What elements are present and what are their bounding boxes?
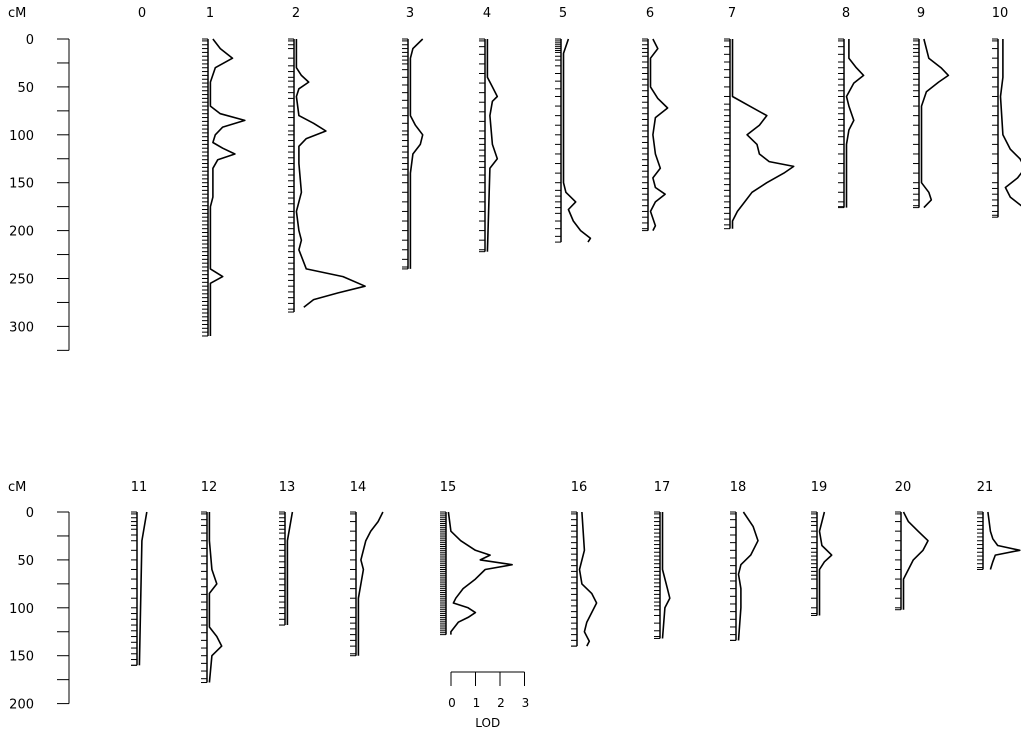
chromosome-19: 19: [811, 480, 833, 616]
lod-curve: [649, 38, 669, 231]
chromosome-14: 14: [350, 480, 384, 657]
chromosome-label: 1: [206, 6, 214, 21]
chromosome-label: 15: [440, 480, 457, 495]
lod-curve: [357, 511, 384, 656]
chromosome-0: 0: [138, 6, 146, 21]
chromosome-label: 10: [992, 6, 1009, 21]
chromosome-15: 15: [440, 480, 513, 636]
lod-curve: [447, 511, 513, 635]
chromosome-label: 6: [646, 6, 654, 21]
lod-curve: [138, 511, 148, 666]
chromosome-label: 13: [279, 480, 296, 495]
lod-scale-tick-label: 2: [497, 696, 505, 710]
lod-curve: [731, 39, 795, 229]
chromosome-3: 3: [402, 6, 424, 270]
chromosome-label: 11: [131, 480, 148, 495]
chromosome-label: 7: [728, 6, 736, 21]
y-tick-label: 200: [9, 225, 34, 240]
chromosome-1: 1: [202, 6, 246, 337]
chromosome-7: 7: [724, 6, 795, 230]
chromosome-label: 20: [895, 480, 912, 495]
chromosome-label: 18: [730, 480, 747, 495]
chromosome-label: 14: [350, 480, 367, 495]
y-tick-label: 150: [9, 650, 34, 665]
lod-curve: [409, 38, 424, 269]
lod-curve: [737, 511, 759, 641]
lod-scale-tick-label: 1: [473, 696, 481, 710]
chromosome-label: 3: [406, 6, 414, 21]
y-tick-label: 100: [9, 602, 34, 617]
y-tick-label: 150: [9, 177, 34, 192]
y-tick-label: 0: [26, 33, 34, 48]
lod-curve: [845, 39, 865, 208]
chromosome-4: 4: [479, 6, 499, 253]
y-axis-label: cM: [8, 6, 26, 21]
chromosome-label: 19: [811, 480, 828, 495]
chromosome-label: 17: [654, 480, 671, 495]
lod-scale-tick-label: 0: [448, 696, 456, 710]
y-tick-label: 200: [9, 698, 34, 713]
chromosome-label: 21: [977, 480, 994, 495]
chromosome-label: 5: [559, 6, 567, 21]
chromosome-12: 12: [201, 480, 223, 684]
lod-curve: [209, 38, 246, 336]
lod-curve: [286, 511, 294, 625]
lod-curve: [818, 511, 833, 616]
y-tick-label: 250: [9, 273, 34, 288]
chromosome-9: 9: [913, 6, 950, 209]
chromosome-13: 13: [279, 480, 296, 626]
lod-curve: [578, 511, 598, 647]
chromosome-10: 10: [992, 6, 1021, 218]
chromosome-label: 8: [842, 6, 850, 21]
chromosome-21: 21: [977, 480, 1021, 570]
lod-curve: [920, 38, 950, 209]
chromosome-8: 8: [838, 6, 865, 209]
chromosome-16: 16: [571, 480, 598, 647]
chromosome-label: 0: [138, 6, 146, 21]
lod-curve: [486, 39, 499, 252]
chromosome-18: 18: [730, 480, 759, 641]
chromosome-label: 9: [917, 6, 925, 21]
chromosome-label: 12: [201, 480, 218, 495]
y-tick-label: 100: [9, 129, 34, 144]
lod-curve: [987, 511, 1021, 570]
y-tick-label: 50: [17, 81, 34, 96]
y-tick-label: 0: [26, 506, 34, 521]
lod-curve: [902, 511, 929, 610]
chromosome-20: 20: [895, 480, 929, 611]
chromosome-label: 16: [571, 480, 588, 495]
chromosome-11: 11: [131, 480, 148, 666]
chromosome-5: 5: [555, 6, 592, 243]
lod-curve: [295, 39, 366, 308]
y-tick-label: 300: [9, 320, 34, 335]
chromosome-label: 4: [483, 6, 491, 21]
lod-curve: [661, 512, 671, 639]
lod-scale-tick-label: 3: [522, 696, 530, 710]
lod-curve: [562, 38, 592, 243]
y-axis-label: cM: [8, 480, 26, 495]
lod-scale-label: LOD: [475, 716, 500, 730]
y-tick-label: 50: [17, 554, 34, 569]
chromosome-17: 17: [654, 480, 671, 639]
chromosome-2: 2: [288, 6, 366, 313]
chromosome-label: 2: [292, 6, 300, 21]
lod-curve: [208, 512, 223, 683]
chromosome-6: 6: [642, 6, 669, 232]
lod-curve: [999, 39, 1021, 207]
